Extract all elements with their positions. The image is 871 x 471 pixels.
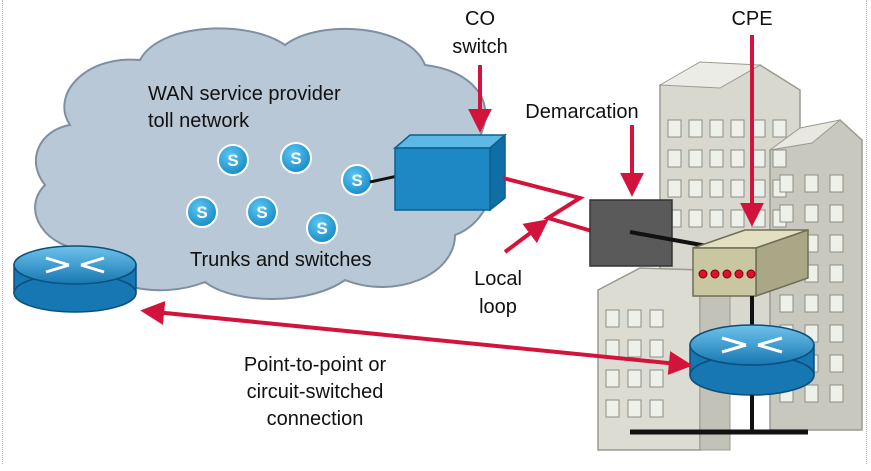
switch-icon: S — [341, 164, 373, 196]
local-loop-label-line1: Local — [474, 268, 522, 290]
led-indicator — [698, 269, 708, 279]
remote-router-icon — [13, 245, 137, 313]
demarcation-label: Demarcation — [525, 101, 638, 123]
p2p-label-line3: connection — [267, 408, 364, 430]
svg-text:S: S — [351, 171, 362, 190]
switch-icon: S — [186, 196, 218, 228]
svg-text:S: S — [316, 219, 327, 238]
co-switch-label-line2: switch — [452, 36, 508, 58]
svg-text:S: S — [256, 203, 267, 222]
svg-text:S: S — [290, 149, 301, 168]
led-indicator — [710, 269, 720, 279]
led-indicator — [746, 269, 756, 279]
local-loop-pointer-arrow — [503, 219, 549, 254]
co-switch-label-line1: CO — [465, 8, 495, 30]
switch-icon: S — [217, 144, 249, 176]
p2p-label-line1: Point-to-point or — [244, 354, 387, 376]
led-indicator — [734, 269, 744, 279]
switch-icon: S — [306, 212, 338, 244]
trunks-label: Trunks and switches — [190, 249, 372, 271]
wan-label-line2: toll network — [148, 110, 250, 132]
cpe-leds — [698, 269, 756, 279]
svg-text:S: S — [227, 151, 238, 170]
cpe-label: CPE — [731, 8, 772, 30]
svg-text:S: S — [196, 203, 207, 222]
co-switch-icon — [392, 133, 508, 212]
frame-border — [2, 0, 867, 464]
wan-label-line1: WAN service provider — [148, 83, 341, 105]
local-loop-line — [502, 176, 596, 234]
switch-icon: S — [246, 196, 278, 228]
router-icon — [689, 324, 815, 396]
cpe-device-icon — [692, 228, 809, 298]
led-indicator — [722, 269, 732, 279]
switch-icon: S — [280, 142, 312, 174]
p2p-label-line2: circuit-switched — [247, 381, 384, 403]
local-loop-label-line2: loop — [479, 296, 517, 318]
point-to-point-arrow — [140, 300, 693, 376]
